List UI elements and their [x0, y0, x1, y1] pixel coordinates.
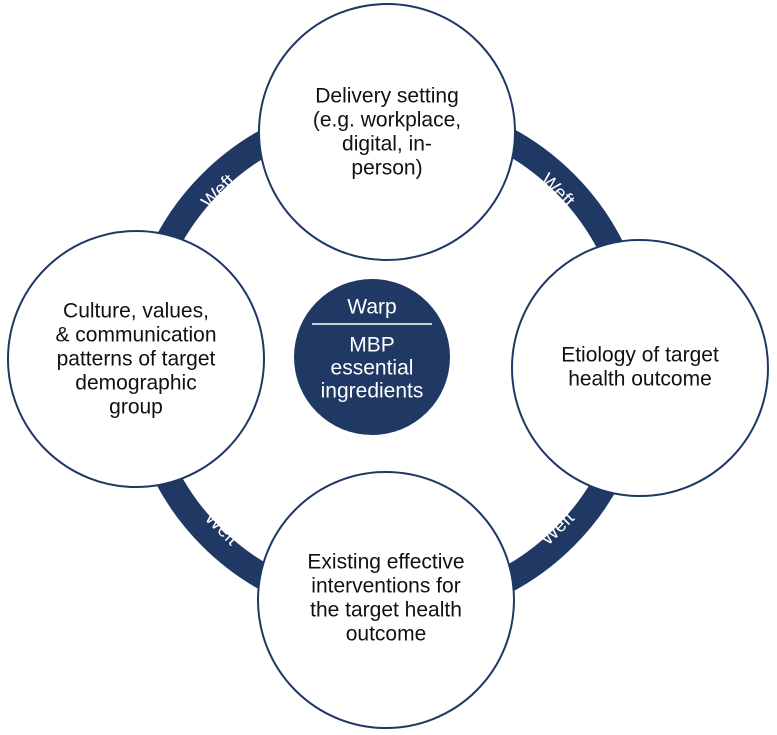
center-line: MBP: [349, 334, 395, 357]
node-top-line: Delivery setting: [315, 85, 459, 108]
node-left-line: & communication: [55, 324, 216, 347]
node-right-line: health outcome: [568, 368, 712, 391]
warp-label: Warp: [347, 296, 396, 319]
node-right-text: Etiology of target health outcome: [561, 344, 719, 391]
node-right-circle: [511, 239, 769, 497]
node-top-line: digital, in-: [342, 133, 432, 156]
node-bottom-line: interventions for: [311, 575, 460, 598]
node-bottom-line: the target health: [310, 599, 462, 622]
node-left-line: group: [109, 396, 163, 419]
center-ingredients-text: MBP essential ingredients: [321, 334, 424, 403]
node-bottom-line: outcome: [346, 623, 427, 646]
node-left-line: patterns of target: [57, 348, 216, 371]
node-right-line: Etiology of target: [561, 344, 719, 367]
node-top-line: (e.g. workplace,: [313, 109, 461, 132]
node-bottom-text: Existing effective interventions for the…: [307, 551, 464, 646]
node-top-text: Delivery setting (e.g. workplace, digita…: [313, 85, 461, 180]
node-top-line: person): [351, 157, 422, 180]
node-left-circle: [7, 230, 265, 488]
center-line: essential: [331, 357, 414, 380]
node-bottom-circle: [257, 471, 515, 729]
node-left-line: demographic: [75, 372, 196, 395]
node-top-circle: [258, 3, 516, 261]
node-bottom-line: Existing effective: [307, 551, 464, 574]
node-left-line: Culture, values,: [63, 300, 209, 323]
center-circle: [294, 279, 450, 435]
node-left-text: Culture, values, & communication pattern…: [55, 300, 216, 419]
center-line: ingredients: [321, 380, 424, 403]
